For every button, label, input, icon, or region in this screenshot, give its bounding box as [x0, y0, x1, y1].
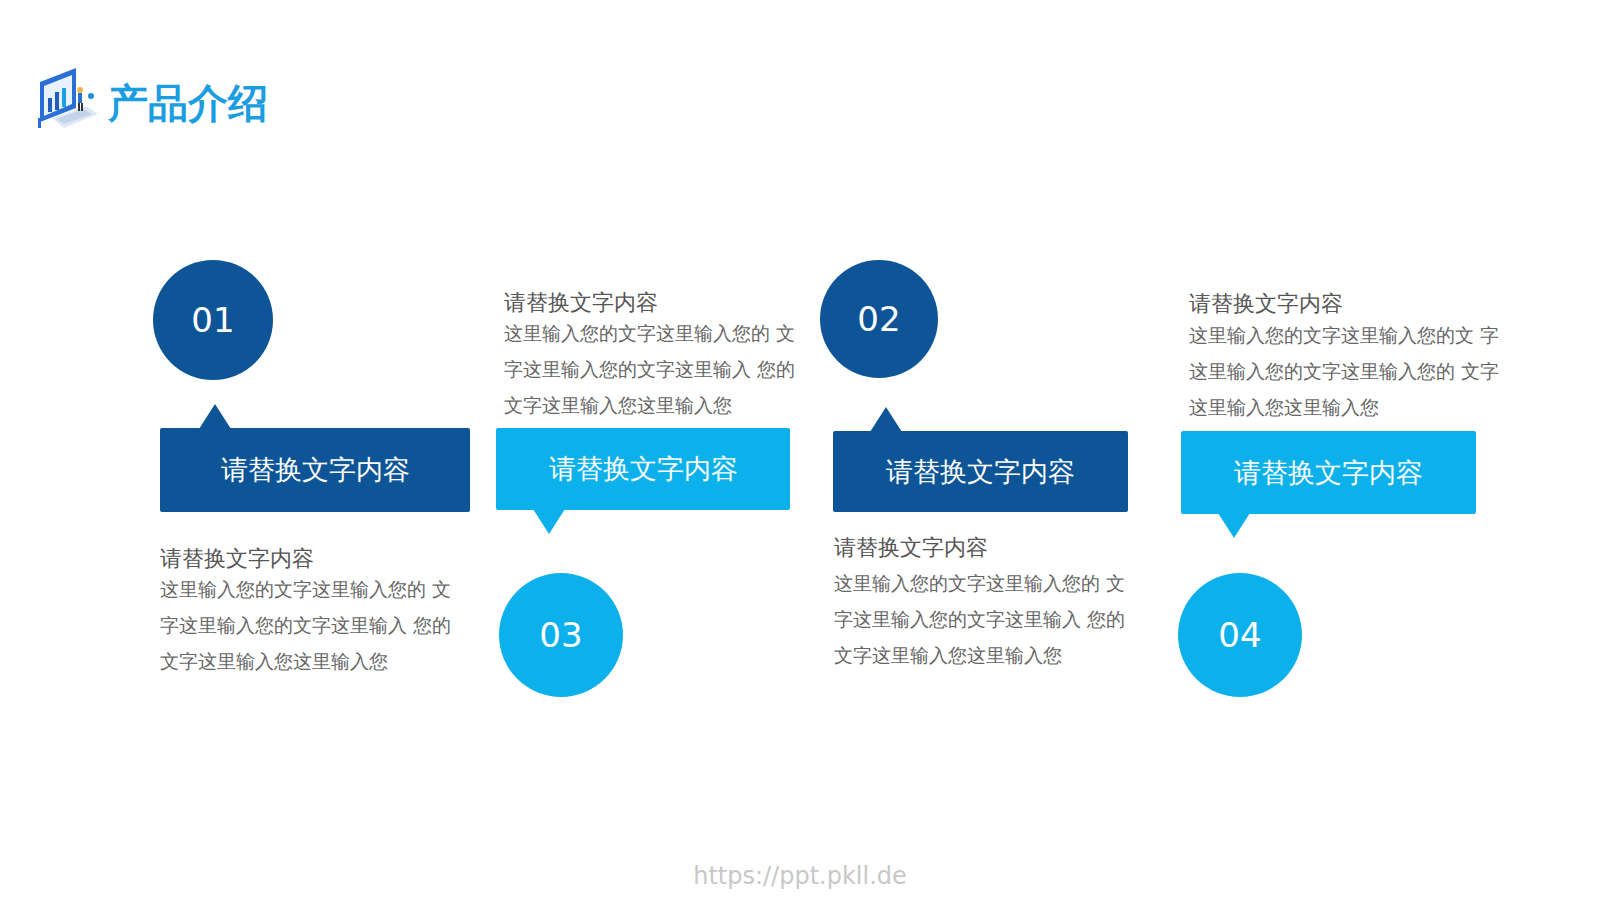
- number-circle: 01: [153, 260, 273, 380]
- node-content: 请替换文字内容: [833, 431, 1128, 512]
- number-circle: 04: [1178, 573, 1302, 697]
- node-content: 01: [153, 260, 273, 380]
- circle-fill: [820, 260, 938, 378]
- circle-fill: [499, 573, 623, 697]
- title-icon: [38, 68, 98, 128]
- watermark: https://ppt.pkll.de: [0, 860, 1600, 892]
- node-content: 03: [499, 573, 623, 697]
- node-content: 请替换文字内容: [496, 428, 790, 510]
- text-heading: 请替换文字内容: [504, 288, 804, 318]
- box-title: 请替换文字内容: [549, 451, 738, 487]
- callout-box: 请替换文字内容: [160, 428, 470, 512]
- step-number: 02: [857, 299, 900, 339]
- text-body: 这里输入您的文字这里输入您的 文字这里输入您的文字这里输入 您的文字这里输入您这…: [160, 572, 452, 680]
- number-circle: 03: [499, 573, 623, 697]
- circle-fill: [153, 260, 273, 380]
- box-fill: [496, 428, 790, 510]
- slide-title: 产品介绍: [108, 78, 268, 128]
- box-fill: [833, 431, 1128, 512]
- text-heading: 请替换文字内容: [834, 533, 1134, 563]
- box-fill: [160, 428, 470, 512]
- circle-fill: [1178, 573, 1302, 697]
- callout-pointer: [533, 509, 565, 534]
- text-body: 这里输入您的文字这里输入您的 文字这里输入您的文字这里输入 您的文字这里输入您这…: [504, 316, 796, 424]
- step-number: 03: [539, 615, 582, 655]
- text-heading: 请替换文字内容: [1189, 289, 1499, 319]
- node-content: 请替换文字内容: [160, 428, 470, 512]
- node-content: 02: [820, 260, 938, 378]
- callout-pointer: [870, 407, 902, 432]
- callout-pointer: [199, 404, 231, 429]
- number-circle: 02: [820, 260, 938, 378]
- callout-pointer: [1218, 513, 1250, 538]
- node-content: 04: [1178, 573, 1302, 697]
- box-fill: [1181, 431, 1476, 514]
- callout-box: 请替换文字内容: [496, 428, 790, 510]
- box-title: 请替换文字内容: [1234, 455, 1423, 491]
- text-heading: 请替换文字内容: [160, 544, 460, 574]
- box-title: 请替换文字内容: [221, 452, 410, 488]
- callout-box: 请替换文字内容: [1181, 431, 1476, 514]
- text-body: 这里输入您的文字这里输入您的 文字这里输入您的文字这里输入 您的文字这里输入您这…: [834, 566, 1126, 674]
- box-title: 请替换文字内容: [886, 454, 1075, 490]
- text-body: 这里输入您的文字这里输入您的文 字这里输入您的文字这里输入您的 文字这里输入您这…: [1189, 318, 1501, 426]
- step-number: 04: [1218, 615, 1261, 655]
- step-number: 01: [191, 300, 234, 340]
- callout-box: 请替换文字内容: [833, 431, 1128, 512]
- node-content: 请替换文字内容: [1181, 431, 1476, 514]
